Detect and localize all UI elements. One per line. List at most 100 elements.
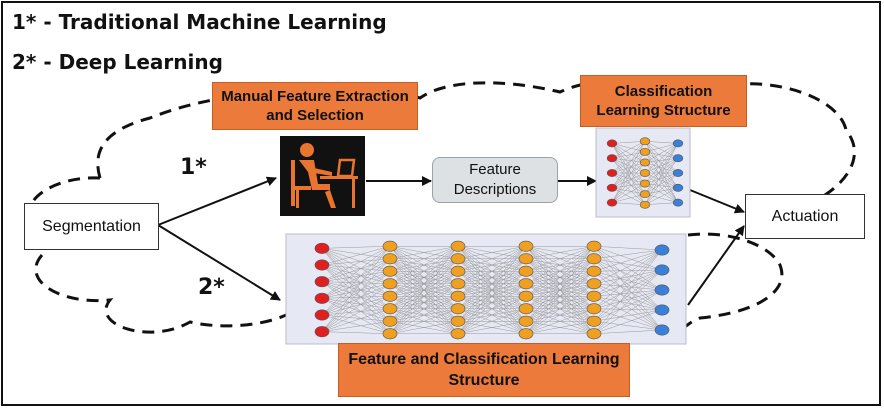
large-network-connection	[593, 269, 663, 334]
small-network-connection	[611, 143, 646, 184]
small-network-connection	[611, 157, 646, 174]
large-network-connection	[525, 246, 595, 272]
small-network-connection	[611, 143, 646, 174]
large-network-neuron	[450, 278, 466, 290]
small-network-connection	[611, 143, 646, 163]
cloud-outline-left	[28, 176, 293, 334]
large-network-connection	[389, 246, 459, 334]
large-network-neuron	[382, 265, 398, 277]
large-network-connection	[593, 246, 663, 331]
large-network-neuron	[382, 315, 398, 327]
small-network-connection	[644, 141, 679, 144]
large-network-connection	[457, 258, 527, 334]
large-network-neuron	[654, 304, 670, 316]
small-network-neuron	[639, 190, 651, 199]
small-network-connection	[611, 172, 646, 203]
cloud-outline-right	[685, 232, 784, 328]
large-network-neuron	[518, 315, 534, 327]
large-network-connection	[593, 283, 663, 311]
large-network-connection	[321, 308, 391, 316]
large-network-connection	[457, 246, 527, 297]
segmentation-node: Segmentation	[24, 203, 159, 250]
large-network-connection	[389, 246, 459, 309]
large-network-neuron	[382, 290, 398, 302]
small-network-connection	[611, 157, 646, 163]
large-network-neuron	[314, 276, 330, 288]
large-network-connection	[321, 331, 391, 334]
large-network-neuron	[586, 290, 602, 302]
small-network-connection	[611, 172, 646, 189]
large-network-connection	[321, 246, 391, 316]
small-network-connection	[644, 162, 679, 188]
large-network-connection	[389, 308, 459, 334]
large-network-neuron	[450, 265, 466, 277]
large-network-connection	[593, 249, 663, 322]
large-network-connection	[321, 271, 391, 316]
small-network-connection	[644, 141, 679, 203]
small-network-neuron	[606, 198, 618, 207]
large-network-neuron	[654, 244, 670, 256]
large-network-connection	[525, 258, 595, 334]
large-network-connection	[321, 246, 391, 299]
small-network-connection	[644, 172, 679, 203]
large-network-connection	[593, 269, 663, 297]
small-network-connection	[611, 151, 646, 188]
large-network-connection	[389, 246, 459, 284]
large-network-connection	[593, 258, 663, 271]
small-network-neuron	[672, 183, 684, 192]
small-network-connection	[644, 183, 679, 203]
small-network-connection	[644, 193, 679, 203]
large-network-connection	[593, 296, 663, 331]
small-network-connection	[611, 151, 646, 159]
small-network-connection	[611, 172, 646, 195]
small-network-neuron	[639, 137, 651, 146]
small-network-connection	[611, 162, 646, 203]
small-network-connection	[644, 151, 679, 174]
large-network-connection	[389, 271, 459, 334]
large-network-connection	[525, 246, 595, 309]
legend-traditional-ml: 1* - Traditional Machine Learning	[12, 10, 387, 34]
large-network-connection	[525, 283, 595, 334]
small-network-connection	[644, 151, 679, 188]
small-network-connection	[644, 151, 679, 203]
large-network-connection	[321, 246, 391, 266]
small-network-connection	[644, 157, 679, 163]
large-network-connection	[389, 246, 459, 322]
small-network-connection	[644, 158, 679, 205]
large-network-neuron	[586, 240, 602, 252]
small-network-connection	[611, 141, 646, 144]
large-network-neuron	[450, 303, 466, 315]
small-network-connection	[611, 158, 646, 205]
large-network-connection	[389, 258, 459, 334]
large-network-connection	[321, 298, 391, 322]
large-network-connection	[321, 271, 391, 282]
large-network-connection	[593, 249, 663, 259]
large-network-neuron	[518, 240, 534, 252]
small-network-connection	[611, 202, 646, 205]
arrow-network-to-actuation	[687, 225, 745, 306]
large-network-neuron	[654, 324, 670, 336]
large-network-connection	[457, 321, 527, 334]
large-network-connection	[389, 246, 459, 272]
small-network-neuron	[639, 179, 651, 188]
classification-structure-label: Classification Learning Structure	[580, 75, 747, 127]
large-network-neuron	[450, 315, 466, 327]
small-network-connection	[644, 183, 679, 189]
actuation-node: Actuation	[745, 194, 865, 239]
large-network-connection	[593, 321, 663, 331]
large-network-neuron	[518, 328, 534, 340]
large-network-connection	[525, 246, 595, 322]
large-network-connection	[321, 248, 391, 259]
small-network-connection	[644, 143, 679, 163]
small-network-connection	[611, 183, 646, 203]
large-network-neuron	[586, 253, 602, 265]
large-network-connection	[593, 249, 663, 334]
large-network-connection	[457, 246, 527, 272]
large-network-connection	[321, 264, 391, 284]
small-network-connection	[644, 141, 679, 188]
large-network-neuron	[314, 242, 330, 254]
large-network-connection	[321, 321, 391, 332]
path-label-deep: 2*	[198, 275, 225, 300]
small-network-neuron	[639, 147, 651, 156]
large-network-connection	[457, 308, 527, 334]
